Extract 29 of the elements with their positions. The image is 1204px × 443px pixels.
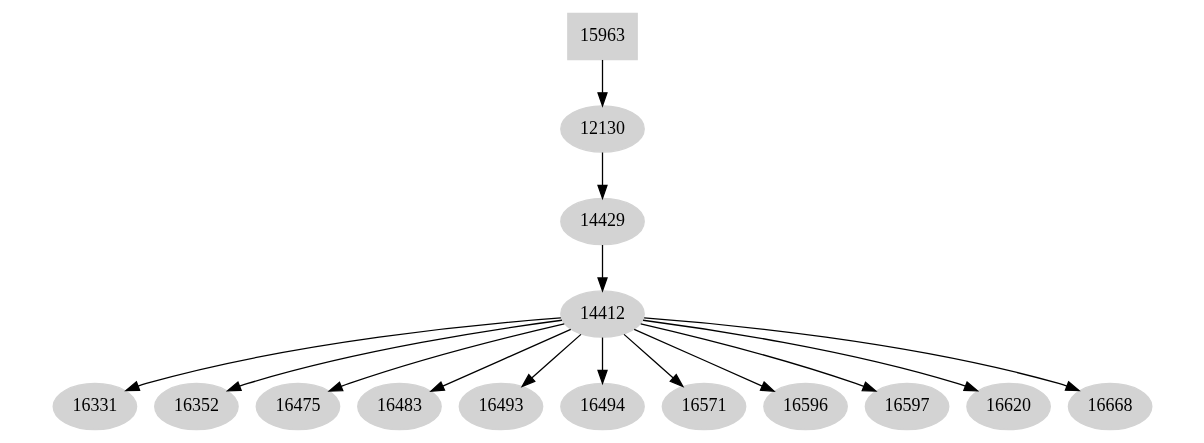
node-ellipse: 16493 — [458, 382, 543, 431]
node-ellipse: 16352 — [153, 382, 239, 431]
arrow — [428, 328, 571, 393]
node-ellipse: 12130 — [559, 105, 645, 153]
arrow — [123, 317, 561, 392]
node-ellipse: 16571 — [661, 382, 746, 431]
node-ellipse: 14429 — [559, 197, 645, 246]
arrow — [596, 151, 608, 201]
arrow — [326, 323, 565, 392]
arrow — [596, 244, 608, 293]
node-ellipse: 16596 — [762, 382, 848, 431]
arrow — [633, 328, 776, 393]
node-ellipse: 16668 — [1067, 382, 1152, 431]
node-ellipse: 16597 — [864, 382, 949, 431]
node-ellipse: 16494 — [559, 382, 645, 431]
node-box: 15963 — [566, 12, 638, 61]
arrow — [225, 319, 563, 392]
arrow — [641, 319, 979, 392]
node-ellipse: 16475 — [255, 382, 340, 431]
arrow — [622, 333, 684, 388]
node-ellipse: 16620 — [965, 382, 1051, 431]
arrow — [643, 317, 1081, 392]
node-ellipse: 16483 — [356, 382, 442, 431]
arrow — [596, 59, 608, 108]
arrow — [596, 336, 608, 386]
arrow — [520, 333, 582, 388]
node-ellipse: 16331 — [52, 382, 137, 431]
node-ellipse: 14412 — [559, 290, 645, 338]
arrow — [639, 323, 878, 392]
